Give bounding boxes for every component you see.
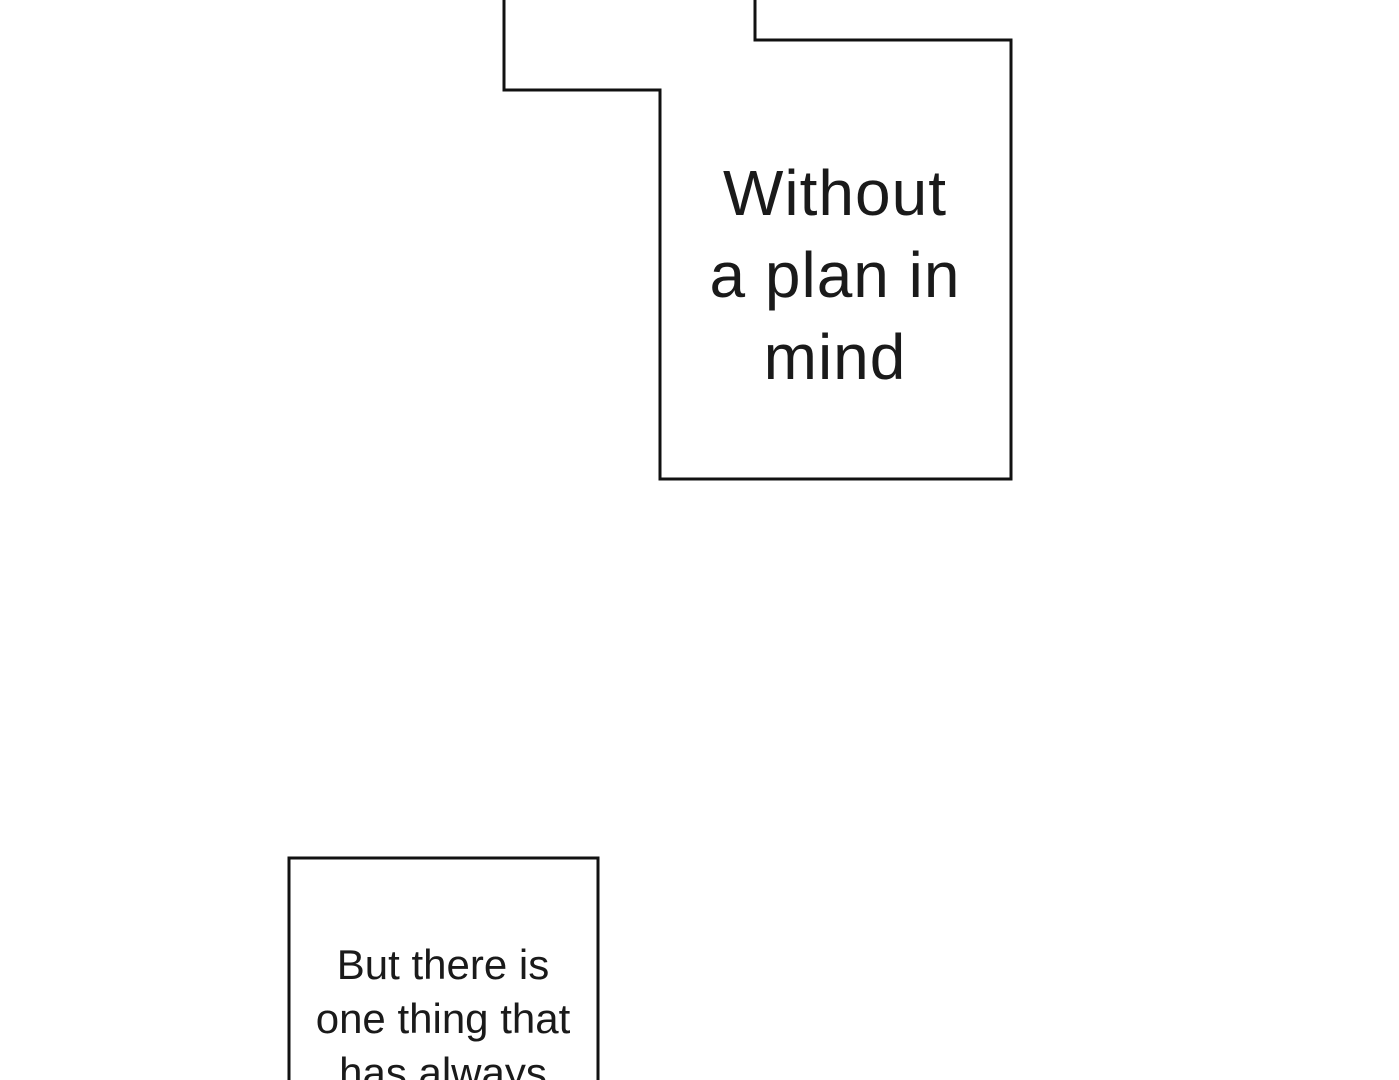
top-speech-box-text: Without a plan in mind: [680, 152, 990, 398]
caption-line: Without: [723, 157, 947, 229]
caption-line: a plan in: [709, 239, 961, 311]
bottom-speech-box-border: [287, 856, 600, 1080]
caption-line: has always: [339, 1049, 547, 1080]
caption-line: mind: [763, 321, 907, 393]
caption-line: But there is: [336, 941, 550, 988]
caption-line: one thing that: [315, 995, 571, 1042]
bottom-speech-box-text: But there is one thing that has always: [292, 938, 594, 1080]
top-speech-box-border: [502, 0, 1013, 481]
